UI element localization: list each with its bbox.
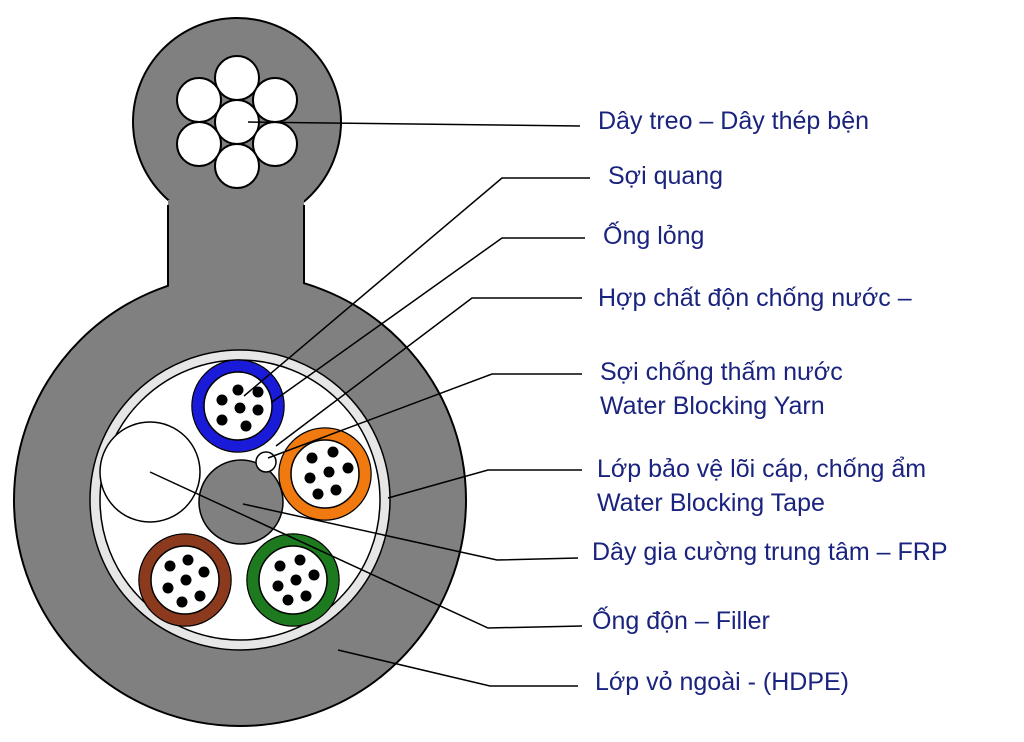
water-blocking-yarn — [255, 451, 277, 473]
label-water-blocking-tape-en: Water Blocking Tape — [597, 489, 825, 517]
label-outer-sheath: Lớp vỏ ngoài - (HDPE) — [595, 668, 849, 696]
optical-fibers-brown-tube — [162, 554, 210, 608]
leader-filler — [149, 471, 583, 629]
leader-compound — [275, 297, 582, 447]
label-filler: Ống độn – Filler — [592, 607, 770, 635]
leader-lines — [149, 121, 590, 687]
optical-fibers-blue-tube — [216, 384, 264, 432]
leader-loose-tube — [271, 237, 585, 403]
label-messenger-wire: Dây treo – Dây thép bện — [598, 107, 869, 135]
label-water-blocking-tape-vi: Lớp bảo vệ lõi cáp, chống ẩm — [597, 455, 927, 483]
label-loose-tube: Ống lỏng — [603, 222, 705, 250]
leader-yarn — [267, 373, 582, 459]
label-water-blocking-yarn-vi: Sợi chống thấm nước — [600, 358, 843, 386]
leader-frp — [242, 503, 579, 561]
central-strength-member-frp — [198, 459, 284, 545]
leader-optical-fiber — [243, 177, 590, 397]
leader-sheath — [337, 649, 578, 687]
steel-strand-wires — [176, 55, 298, 189]
leader-tape — [387, 469, 582, 499]
label-water-blocking-compound: Hợp chất độn chống nước – — [598, 284, 912, 312]
label-water-blocking-yarn-en: Water Blocking Yarn — [600, 392, 825, 420]
label-optical-fiber: Sợi quang — [608, 162, 724, 190]
optical-fibers-orange-tube — [304, 446, 354, 500]
optical-fibers-green-tube — [272, 554, 320, 606]
label-central-strength-member: Dây gia cường trung tâm – FRP — [592, 538, 948, 566]
leader-messenger — [247, 121, 581, 127]
